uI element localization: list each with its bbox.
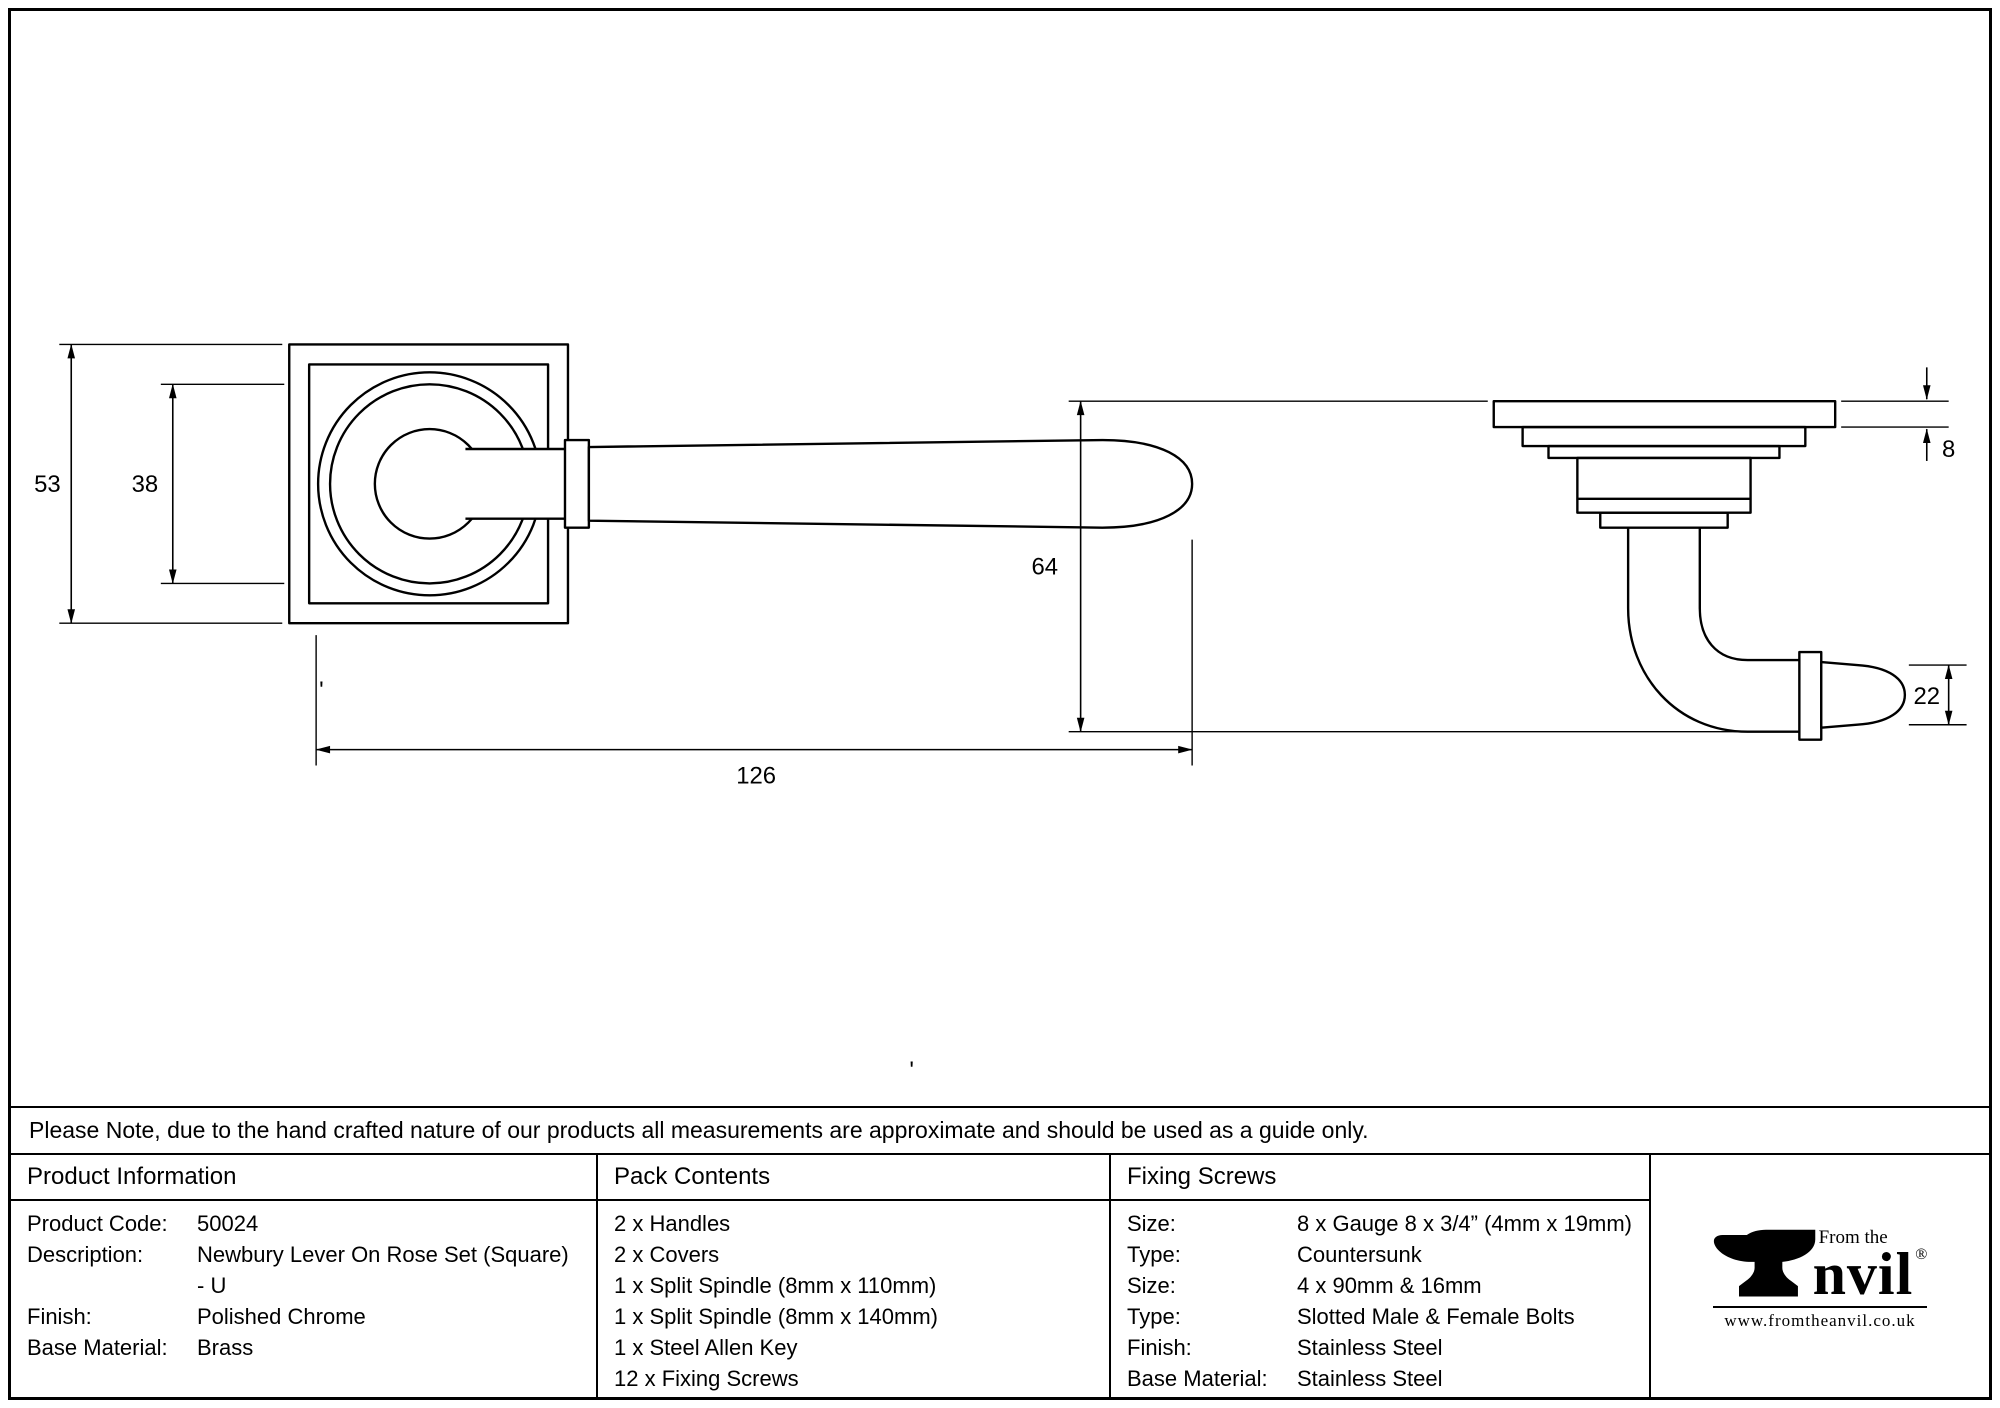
spec-row: Product Code: 50024 bbox=[27, 1208, 580, 1239]
fixing-screws-column: Fixing Screws Size: 8 x Gauge 8 x 3/4” (… bbox=[1109, 1155, 1649, 1397]
lever-neck-outer bbox=[1626, 527, 1800, 733]
pack-item: 1 x Split Spindle (8mm x 140mm) bbox=[614, 1304, 938, 1329]
lever-grip-side bbox=[1820, 660, 1907, 729]
spec-label: Base Material: bbox=[27, 1335, 168, 1360]
spec-value: Stainless Steel bbox=[1297, 1335, 1443, 1360]
dim-side-grip-label: 22 bbox=[1913, 683, 1940, 710]
spec-value: Countersunk bbox=[1297, 1242, 1422, 1267]
spec-value: Stainless Steel bbox=[1297, 1366, 1443, 1391]
spec-value: Polished Chrome bbox=[197, 1304, 366, 1329]
spec-value: Brass bbox=[197, 1335, 254, 1360]
pack-contents-header: Pack Contents bbox=[598, 1155, 1109, 1201]
dim-front-inner-height-label: 38 bbox=[132, 471, 159, 498]
pack-item: 1 x Steel Allen Key bbox=[614, 1335, 798, 1360]
spec-value: 8 x Gauge 8 x 3/4” (4mm x 19mm) bbox=[1297, 1211, 1632, 1236]
spec-label: Finish: bbox=[1127, 1335, 1192, 1360]
logo-from-the: From the bbox=[1818, 1227, 1888, 1248]
spec-value: 50024 bbox=[197, 1211, 259, 1236]
stray-mark: ' bbox=[909, 1057, 914, 1084]
side-view-drawing: 8 64 22 ' bbox=[909, 367, 1967, 1084]
spec-row: Type: Slotted Male & Female Bolts bbox=[1127, 1301, 1633, 1332]
rose-drum-side bbox=[1576, 456, 1752, 514]
note-bar: Please Note, due to the hand crafted nat… bbox=[11, 1106, 1989, 1153]
spec-row: Base Material: Stainless Steel bbox=[1127, 1363, 1633, 1394]
spec-row: Finish: Polished Chrome bbox=[27, 1301, 580, 1332]
spec-label: Size: bbox=[1127, 1211, 1176, 1236]
spec-row: Type: Countersunk bbox=[1127, 1239, 1633, 1270]
fixing-screws-header: Fixing Screws bbox=[1111, 1155, 1649, 1201]
dim-side-thickness-label: 8 bbox=[1942, 436, 1955, 463]
note-text: Please Note, due to the hand crafted nat… bbox=[29, 1117, 1369, 1143]
lever-collar bbox=[563, 438, 591, 529]
lever-grip bbox=[587, 438, 1194, 529]
logo-registered-mark: ® bbox=[1915, 1246, 1928, 1263]
spec-value: Newbury Lever On Rose Set (Square) - U bbox=[197, 1242, 569, 1298]
logo-column: From the nvil ® www.fromtheanvil.co.uk bbox=[1649, 1155, 1989, 1397]
front-view-drawing: 53 38 126 ' bbox=[34, 343, 1194, 789]
spec-label: Type: bbox=[1127, 1242, 1181, 1267]
spec-row: Description: Newbury Lever On Rose Set (… bbox=[27, 1239, 580, 1301]
spec-value: Slotted Male & Female Bolts bbox=[1297, 1304, 1575, 1329]
product-information-column: Product Information Product Code: 50024 … bbox=[11, 1155, 596, 1397]
spec-label: Description: bbox=[27, 1242, 144, 1267]
spec-label: Size: bbox=[1127, 1273, 1176, 1298]
spec-label: Finish: bbox=[27, 1304, 92, 1329]
stray-mark: ' bbox=[319, 677, 324, 704]
spec-row: Size: 4 x 90mm & 16mm bbox=[1127, 1270, 1633, 1301]
spec-value: 4 x 90mm & 16mm bbox=[1297, 1273, 1482, 1298]
pack-item: 2 x Handles bbox=[614, 1211, 731, 1236]
dim-front-outer-height-label: 53 bbox=[34, 471, 61, 498]
spec-label: Type: bbox=[1127, 1304, 1181, 1329]
lever-collar-side bbox=[1798, 650, 1823, 741]
sheet-frame: 53 38 126 ' bbox=[8, 8, 1992, 1400]
anvil-logo: From the nvil ® www.fromtheanvil.co.uk bbox=[1712, 1221, 1928, 1331]
spec-row: Base Material: Brass bbox=[27, 1332, 580, 1363]
spec-label: Base Material: bbox=[1127, 1366, 1268, 1391]
spec-label: Product Code: bbox=[27, 1211, 168, 1236]
drawing-area: 53 38 126 ' bbox=[11, 11, 1989, 1106]
spec-row: Finish: Stainless Steel bbox=[1127, 1332, 1633, 1363]
dim-side-projection-label: 64 bbox=[1032, 553, 1059, 580]
anvil-icon bbox=[1713, 1229, 1815, 1297]
pack-item: 1 x Split Spindle (8mm x 110mm) bbox=[614, 1273, 937, 1298]
logo-brand-text: nvil bbox=[1812, 1241, 1914, 1307]
rose-plate-side bbox=[1492, 400, 1837, 429]
lever-shank bbox=[465, 449, 567, 519]
pack-item: 2 x Covers bbox=[614, 1242, 720, 1267]
dim-front-length-label: 126 bbox=[736, 762, 776, 789]
spec-row: Size: 8 x Gauge 8 x 3/4” (4mm x 19mm) bbox=[1127, 1208, 1633, 1239]
spec-table: Product Information Product Code: 50024 … bbox=[11, 1153, 1989, 1397]
lever-neck-inner bbox=[1698, 527, 1800, 662]
logo-url: www.fromtheanvil.co.uk bbox=[1712, 1306, 1928, 1331]
pack-contents-column: Pack Contents 2 x Handles 2 x Covers 1 x… bbox=[596, 1155, 1109, 1397]
technical-drawing: 53 38 126 ' bbox=[34, 343, 1967, 1084]
pack-item: 12 x Fixing Screws bbox=[614, 1366, 799, 1391]
product-information-header: Product Information bbox=[11, 1155, 596, 1201]
